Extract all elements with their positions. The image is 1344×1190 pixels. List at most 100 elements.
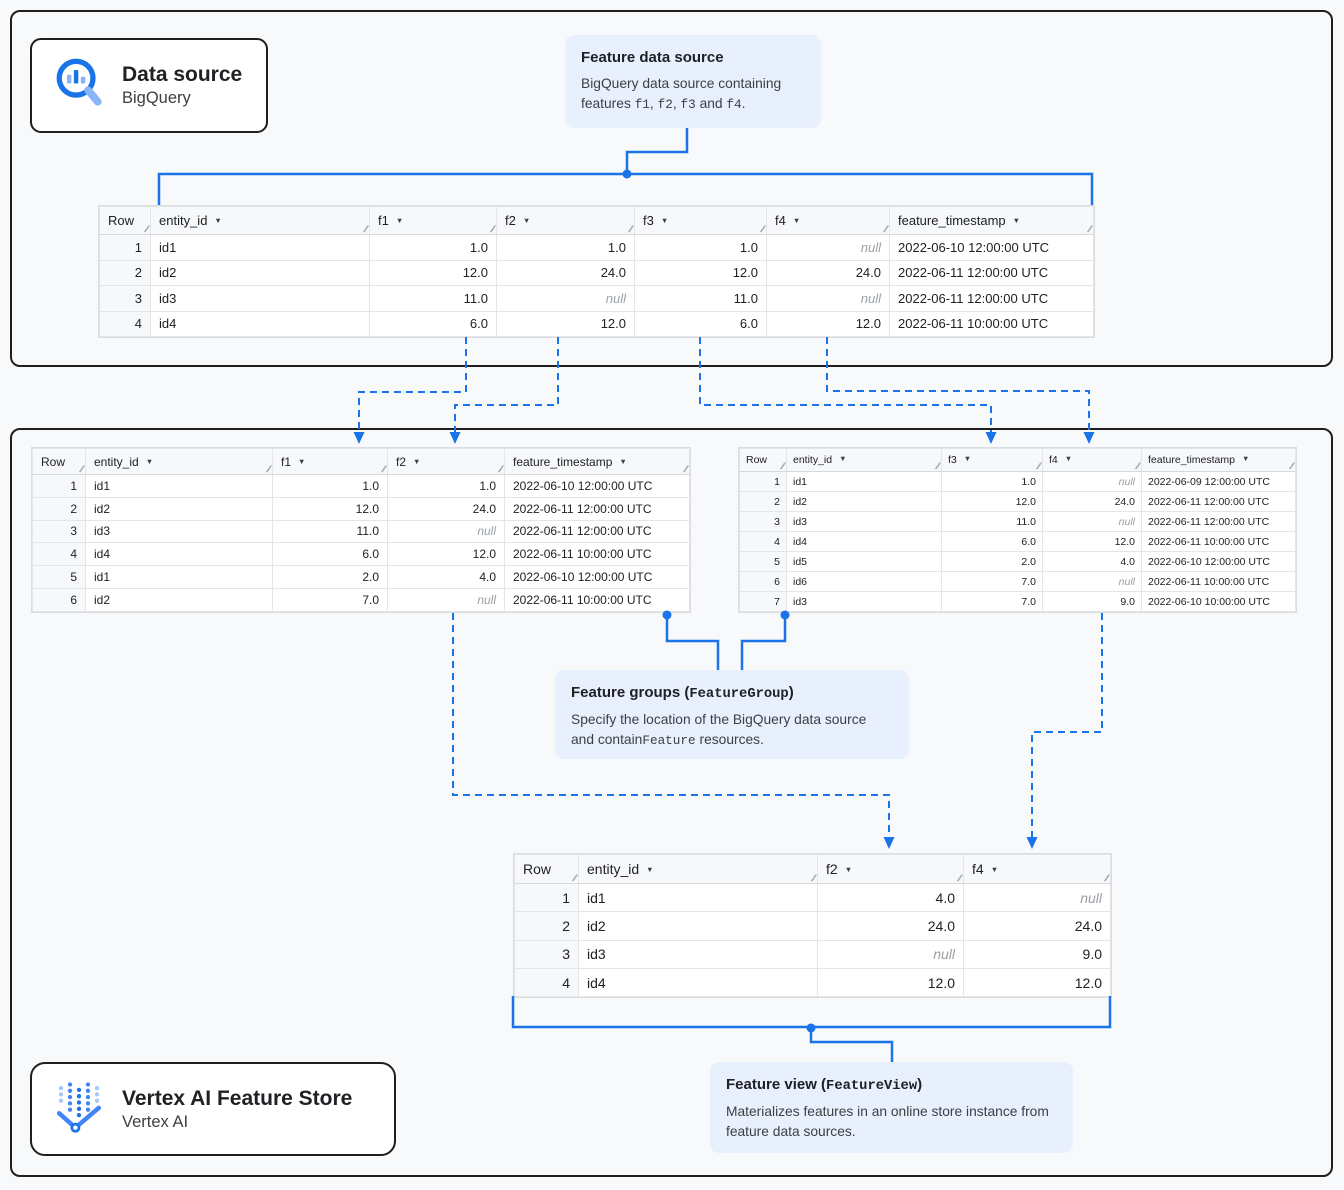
- column-label: Row: [746, 454, 768, 466]
- column-resize-handle-icon[interactable]: //: [759, 224, 765, 234]
- sort-dropdown-icon[interactable]: ▼: [1064, 454, 1073, 463]
- data-cell: id2: [578, 911, 818, 941]
- sort-dropdown-icon[interactable]: ▼: [963, 454, 972, 463]
- sort-dropdown-icon[interactable]: ▼: [619, 456, 627, 466]
- text-segment: Feature view (: [726, 1076, 827, 1093]
- text-segment: Materializes features in an online store…: [726, 1103, 1049, 1140]
- data-cell: 2022-06-11 10:00:00 UTC: [1141, 531, 1296, 552]
- column-resize-handle-icon[interactable]: //: [1035, 461, 1041, 471]
- column-resize-handle-icon[interactable]: //: [682, 464, 688, 474]
- sort-dropdown-icon[interactable]: ▼: [214, 216, 222, 225]
- data-cell: 2022-06-09 12:00:00 UTC: [1141, 471, 1296, 492]
- column-resize-handle-icon[interactable]: //: [627, 224, 633, 234]
- sort-dropdown-icon[interactable]: ▼: [522, 216, 531, 225]
- column-header-f3[interactable]: f3 ▼ //: [634, 206, 767, 235]
- column-resize-handle-icon[interactable]: //: [78, 464, 84, 474]
- sort-dropdown-icon[interactable]: ▼: [298, 456, 306, 466]
- column-resize-handle-icon[interactable]: //: [1103, 873, 1109, 883]
- column-label: f3: [643, 213, 654, 228]
- column-resize-handle-icon[interactable]: //: [497, 464, 503, 474]
- text-segment: .: [741, 95, 746, 111]
- column-label: Row: [108, 213, 135, 228]
- column-header-entity_id[interactable]: entity_id ▼ //: [85, 448, 273, 475]
- data-cell: 1.0: [941, 471, 1043, 492]
- column-header-entity_id[interactable]: entity_id▼//: [150, 206, 370, 235]
- column-header-f4[interactable]: f4▼//: [766, 206, 890, 235]
- column-label: feature_timestamp: [898, 213, 1006, 228]
- sort-dropdown-icon[interactable]: ▼: [413, 456, 421, 466]
- data-cell: 1.0: [634, 234, 767, 261]
- sort-dropdown-icon[interactable]: ▼: [395, 216, 404, 225]
- data-cell: 11.0: [941, 511, 1043, 532]
- column-label: entity_id: [94, 454, 139, 469]
- column-header-f1[interactable]: f1▼//: [369, 206, 497, 235]
- callout-title: Feature groups (FeatureGroup): [571, 683, 893, 704]
- column-label: Row: [41, 454, 66, 469]
- column-header-f4[interactable]: f4▼//: [963, 854, 1111, 884]
- data-cell: 2022-06-11 10:00:00 UTC: [889, 310, 1094, 337]
- column-header-entity_id[interactable]: entity_id▼//: [578, 854, 818, 884]
- column-resize-handle-icon[interactable]: //: [143, 224, 149, 234]
- column-header-feature_timestamp[interactable]: feature_timestamp ▼ //: [889, 206, 1094, 235]
- data-cell: 12.0: [1042, 531, 1142, 552]
- column-resize-handle-icon[interactable]: //: [934, 461, 940, 471]
- data-cell: id4: [786, 531, 942, 552]
- column-header-f3[interactable]: f3▼//: [941, 448, 1043, 472]
- column-resize-handle-icon[interactable]: //: [779, 461, 785, 471]
- data-cell: id1: [85, 474, 273, 498]
- column-label: feature_timestamp: [1148, 454, 1235, 466]
- feature-store-card-title: Vertex AI Feature Store: [122, 1086, 353, 1110]
- column-header-f1[interactable]: f1▼//: [272, 448, 388, 475]
- data-cell: id1: [578, 882, 818, 913]
- row-number-cell: 3: [32, 519, 86, 544]
- column-header-f2[interactable]: f2 ▼ //: [817, 854, 964, 884]
- sort-dropdown-icon[interactable]: ▼: [1241, 454, 1250, 463]
- column-header-feature_timestamp[interactable]: feature_timestamp ▼ //: [1141, 448, 1296, 472]
- sort-dropdown-icon[interactable]: ▼: [660, 216, 669, 225]
- text-segment: ): [917, 1076, 923, 1093]
- callout-title: Feature view (FeatureView): [726, 1075, 1057, 1096]
- text-segment: FeatureView: [826, 1079, 918, 1094]
- data-cell: null: [1042, 471, 1142, 492]
- sort-dropdown-icon[interactable]: ▼: [839, 454, 847, 463]
- data-cell: id5: [786, 551, 942, 572]
- sort-dropdown-icon[interactable]: ▼: [792, 216, 801, 225]
- column-resize-handle-icon[interactable]: //: [265, 464, 271, 474]
- sort-dropdown-icon[interactable]: ▼: [145, 456, 154, 466]
- column-resize-handle-icon[interactable]: //: [380, 464, 386, 474]
- column-header-entity_id[interactable]: entity_id▼//: [786, 448, 942, 472]
- column-resize-handle-icon[interactable]: //: [882, 224, 888, 234]
- column-resize-handle-icon[interactable]: //: [489, 224, 495, 234]
- column-resize-handle-icon[interactable]: //: [362, 224, 368, 234]
- column-resize-handle-icon[interactable]: //: [571, 873, 577, 883]
- data-cell: 2022-06-11 12:00:00 UTC: [1141, 491, 1296, 512]
- column-label: f4: [1049, 454, 1058, 466]
- column-resize-handle-icon[interactable]: //: [1134, 461, 1140, 471]
- vertex-feature-store-section-box: [10, 428, 1333, 1177]
- column-header-f2[interactable]: f2▼//: [387, 448, 505, 475]
- column-header-feature_timestamp[interactable]: feature_timestamp▼//: [504, 448, 690, 475]
- sort-dropdown-icon[interactable]: ▼: [646, 865, 654, 874]
- sort-dropdown-icon[interactable]: ▼: [844, 865, 853, 874]
- column-header-f4[interactable]: f4 ▼ //: [1042, 448, 1142, 472]
- sort-dropdown-icon[interactable]: ▼: [990, 865, 999, 874]
- data-cell: null: [1042, 511, 1142, 532]
- column-label: f2: [826, 861, 838, 877]
- row-number-cell: 4: [99, 310, 151, 337]
- column-header-f2[interactable]: f2▼//: [496, 206, 635, 235]
- column-resize-handle-icon[interactable]: //: [810, 873, 816, 883]
- data-cell: 12.0: [369, 259, 497, 286]
- column-resize-handle-icon[interactable]: //: [956, 873, 962, 883]
- sort-dropdown-icon[interactable]: ▼: [1012, 216, 1021, 225]
- column-resize-handle-icon[interactable]: //: [1288, 461, 1294, 471]
- column-resize-handle-icon[interactable]: //: [1086, 224, 1092, 234]
- group_right-grid: Row//entity_id▼//f3▼//f4▼//feature_times…: [739, 448, 1296, 612]
- data-cell: 24.0: [963, 911, 1111, 941]
